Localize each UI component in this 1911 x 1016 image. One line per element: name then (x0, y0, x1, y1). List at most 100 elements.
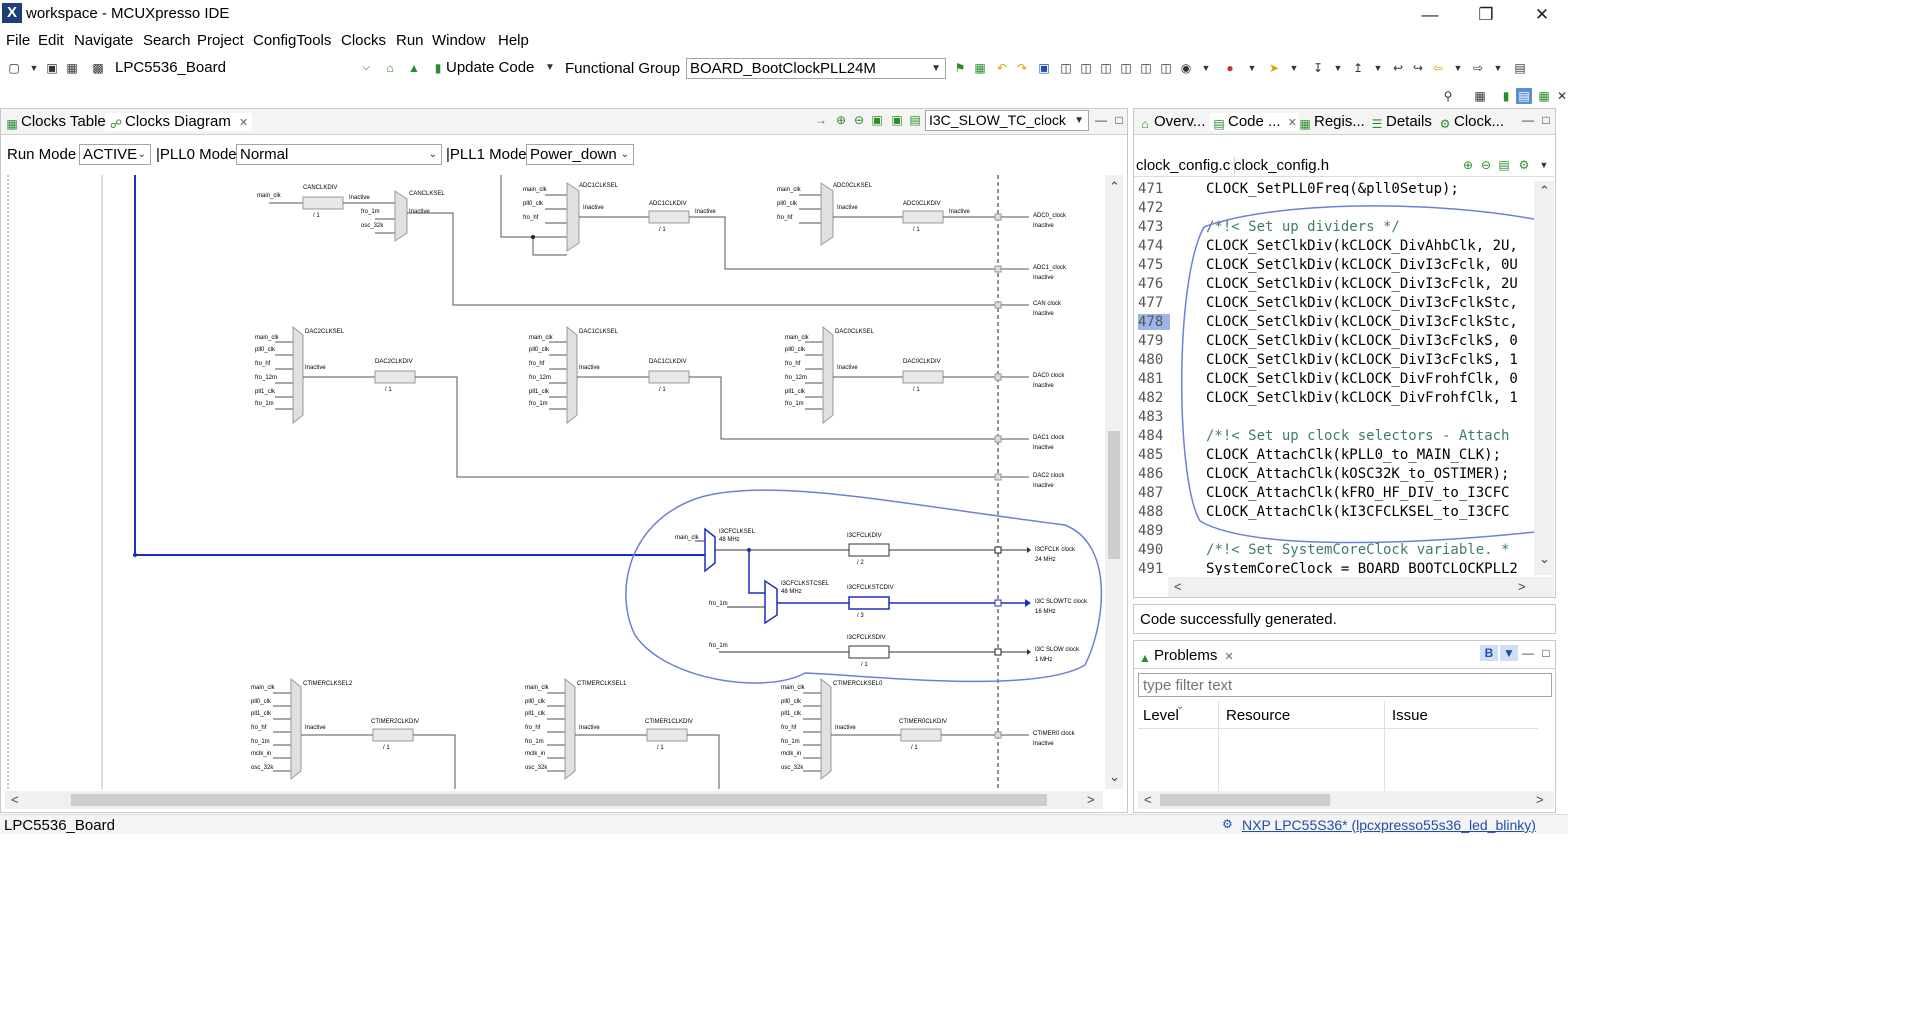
problems-filter-input[interactable] (1138, 673, 1552, 697)
zoom-out-icon[interactable]: ⊖ (1480, 158, 1492, 172)
i3cfclkstcsel-mux[interactable] (764, 579, 778, 625)
mux-block[interactable] (394, 190, 408, 242)
divider-block[interactable] (372, 728, 414, 742)
i3cfclksel-mux[interactable] (704, 527, 716, 573)
close-tab-icon[interactable]: ✕ (1287, 117, 1297, 129)
menu-help[interactable]: Help (498, 32, 529, 49)
column-level[interactable]: Level (1143, 707, 1179, 724)
close-icon[interactable]: ✕ (1534, 5, 1550, 24)
debug-dropdown-icon[interactable]: ▼ (1201, 63, 1211, 73)
clock-diagram-canvas[interactable]: main_clk CANCLKDIV / 1 Inactive fro_1m o… (5, 175, 1103, 789)
functional-group-combo[interactable]: BOARD_BootClockPLL24M ▼ (686, 58, 946, 79)
mux-block[interactable] (820, 677, 832, 781)
tab-registers[interactable]: ▦Regis... (1298, 113, 1365, 131)
problems-horizontal-scrollbar[interactable]: < > (1138, 791, 1554, 809)
save-all-icon[interactable]: ▦ (66, 61, 78, 75)
tab-clocks-table[interactable]: ▦Clocks Table (5, 113, 105, 131)
zoom-fit-icon[interactable]: ▣ (871, 113, 883, 127)
scroll-right-icon[interactable]: > (1536, 792, 1544, 807)
step-dropdown-icon[interactable]: ▼ (1333, 63, 1343, 73)
perspective-icon[interactable]: ▦ (1538, 89, 1550, 103)
maximize-view-icon[interactable]: □ (1542, 646, 1550, 660)
maximize-view-icon[interactable]: □ (1542, 113, 1550, 127)
menu-file[interactable]: File (6, 32, 31, 49)
filter-icon[interactable]: ⚙ (1518, 158, 1530, 172)
new-dropdown-icon[interactable]: ▼ (29, 63, 39, 73)
back-dropdown-icon[interactable]: ▼ (1453, 63, 1463, 73)
search-icon[interactable]: ⚲ (1443, 89, 1453, 103)
code-horizontal-scrollbar[interactable]: < > (1168, 577, 1554, 597)
mux-block[interactable] (566, 325, 578, 425)
scroll-right-icon[interactable]: > (1518, 579, 1526, 594)
gate-block[interactable] (994, 301, 1002, 309)
file-tab-clock-config-c[interactable]: clock_config.c (1136, 157, 1236, 174)
flag-icon[interactable]: ⚑ (954, 61, 966, 75)
open-perspective-icon[interactable]: ▤ (1514, 61, 1526, 75)
tab-clocks-diagram[interactable]: ☍Clocks Diagram ✕ (105, 113, 253, 131)
arrow-right-icon[interactable]: → (815, 113, 827, 127)
tool-icon[interactable]: ◫ (1160, 61, 1172, 75)
tool-icon[interactable]: ◫ (1080, 61, 1092, 75)
back-icon[interactable]: ⇦ (1432, 61, 1444, 75)
menu-configtools[interactable]: ConfigTools (253, 32, 332, 49)
save-icon[interactable]: ▣ (46, 61, 58, 75)
menu-window[interactable]: Window (432, 32, 486, 49)
run-dropdown-icon[interactable]: ▼ (1247, 63, 1257, 73)
debug-icon[interactable]: ◉ (1180, 61, 1192, 75)
print-icon[interactable]: ▤ (909, 113, 921, 127)
filter-icon[interactable]: ▼ (1500, 645, 1518, 661)
update-code-button[interactable]: Update Code (446, 59, 535, 76)
divider-block[interactable] (900, 728, 942, 742)
tool-icon[interactable]: ◫ (1100, 61, 1112, 75)
divider-block[interactable] (374, 370, 416, 384)
export-icon[interactable]: ▤ (1498, 158, 1510, 172)
divider-block[interactable] (302, 196, 344, 210)
divider-block[interactable] (648, 370, 690, 384)
mux-block[interactable] (564, 677, 576, 781)
divider-block[interactable] (902, 210, 944, 224)
gate-block[interactable] (994, 546, 1002, 554)
run-mode-select[interactable]: ACTIVE ⌄ (79, 144, 151, 165)
gate-block[interactable] (994, 373, 1002, 381)
tab-clocks[interactable]: ⚙Clock... (1438, 113, 1504, 131)
mux-block[interactable] (566, 182, 580, 252)
zoom-in-icon[interactable]: ⊕ (1462, 158, 1474, 172)
next-edit-icon[interactable]: ↪ (1412, 61, 1424, 75)
clock-output-select[interactable]: I3C_SLOW_TC_clock ▼ (925, 110, 1089, 131)
restore-icon[interactable]: ❐ (1478, 5, 1494, 24)
scroll-down-icon[interactable]: ⌄ (1109, 769, 1120, 784)
file-tab-clock-config-h[interactable]: clock_config.h (1234, 157, 1330, 174)
gate-block[interactable] (994, 648, 1002, 656)
gate-block[interactable] (994, 265, 1002, 273)
scroll-left-icon[interactable]: < (11, 792, 19, 807)
scroll-left-icon[interactable]: < (1174, 579, 1182, 594)
scrollbar-thumb[interactable] (71, 794, 1047, 806)
pin-dropdown-icon[interactable]: ▼ (1289, 63, 1299, 73)
mux-block[interactable] (290, 677, 302, 781)
diagram-horizontal-scrollbar[interactable]: < > (5, 791, 1103, 809)
update-code-dropdown-icon[interactable]: ▼ (545, 62, 555, 73)
tab-overview[interactable]: ⌂Overv... (1138, 113, 1205, 131)
minimize-view-icon[interactable]: — (1522, 113, 1534, 127)
zoom-in-icon[interactable]: ⊕ (835, 113, 847, 127)
scrollbar-thumb[interactable] (1108, 431, 1120, 559)
step-icon[interactable]: ↧ (1312, 61, 1324, 75)
monitor-icon[interactable]: ▣ (1038, 61, 1050, 75)
redo-icon[interactable]: ↷ (1016, 61, 1028, 75)
perspective-icon[interactable]: ▦ (1474, 89, 1486, 103)
scroll-right-icon[interactable]: > (1087, 792, 1095, 807)
menu-navigate[interactable]: Navigate (74, 32, 134, 49)
home-icon[interactable]: ⌂ (386, 61, 394, 75)
perspective-icon[interactable]: ▮ (1502, 89, 1510, 103)
gate-block[interactable] (994, 435, 1002, 443)
gate-block[interactable] (994, 731, 1002, 739)
scrollbar-thumb[interactable] (1160, 794, 1330, 806)
bold-toggle-icon[interactable]: B (1480, 645, 1498, 661)
scroll-left-icon[interactable]: < (1144, 792, 1152, 807)
build-icon[interactable]: ▩ (92, 61, 104, 75)
tool-icon[interactable]: ◫ (1120, 61, 1132, 75)
export-icon[interactable]: ▣ (891, 113, 903, 127)
minimize-view-icon[interactable]: — (1522, 646, 1534, 660)
tab-details[interactable]: ☰Details (1370, 113, 1432, 131)
